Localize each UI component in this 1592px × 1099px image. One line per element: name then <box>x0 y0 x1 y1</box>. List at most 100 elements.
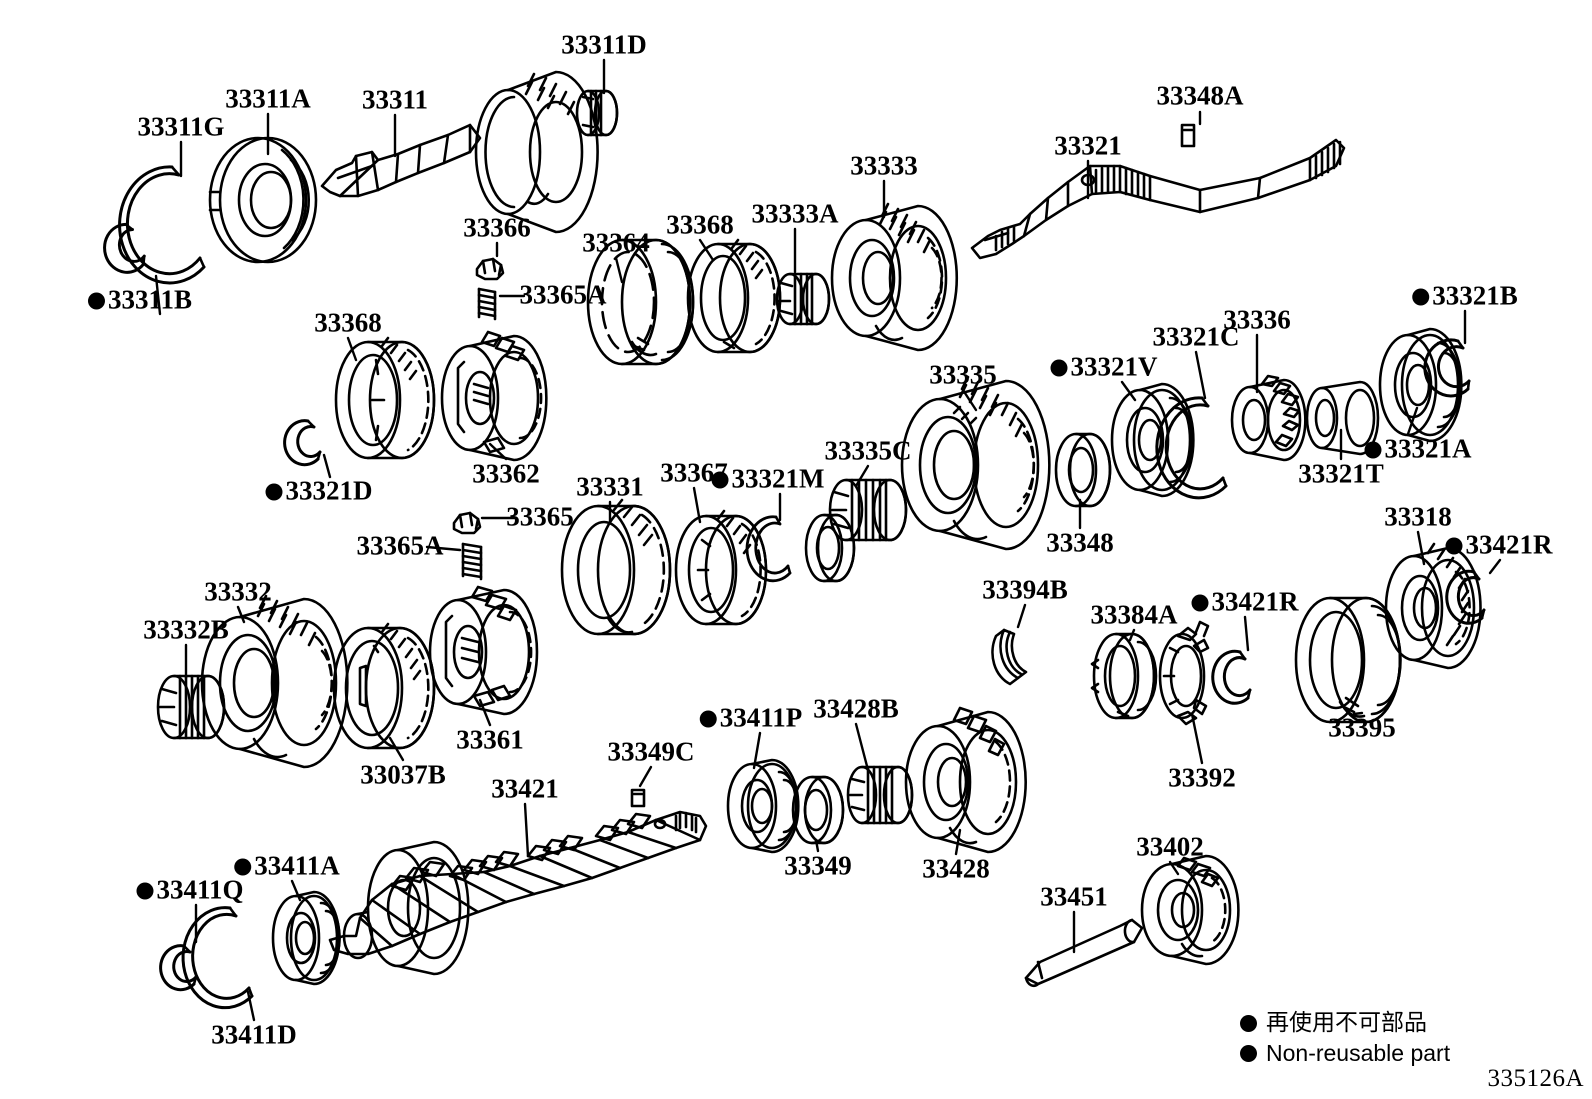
legend: 再使用不可部品 Non-reusable part <box>1240 1008 1450 1069</box>
part-number-text: 33368 <box>314 307 382 338</box>
part-number-text: 33335C <box>824 435 912 466</box>
part-number-text: 33311 <box>361 84 429 115</box>
part-number-text: 33384A <box>1090 599 1178 630</box>
non-reusable-marker-icon <box>1445 537 1463 555</box>
part-callout-33411Q: 33411Q <box>136 874 244 905</box>
part-number-text: 33333A <box>751 198 839 229</box>
part-callout-33365A: 33365A <box>357 532 444 560</box>
part-callout-33311A: 33311A <box>225 83 311 114</box>
diagram-id-code: 335126A <box>1487 1065 1584 1092</box>
non-reusable-marker-icon <box>234 858 252 876</box>
part-callout-33365: 33365 <box>506 501 574 532</box>
part-callout-33311D: 33311D <box>561 31 647 59</box>
part-callout-33335: 33335 <box>929 359 997 390</box>
part-number-text: 33336 <box>1223 304 1291 335</box>
part-callout-33421R: 33421R <box>1445 529 1553 560</box>
part-number-text: 33318 <box>1384 501 1452 532</box>
part-number-text: 33349C <box>607 736 695 767</box>
part-number-text: 33333 <box>850 150 918 181</box>
non-reusable-marker-icon <box>1240 1045 1257 1063</box>
part-number-text: 33349 <box>784 850 852 881</box>
part-number-text: 33361 <box>456 724 524 755</box>
part-callout-33362: 33362 <box>472 458 540 489</box>
legend-row-japanese: 再使用不可部品 <box>1240 1008 1450 1038</box>
part-callout-33311B: 33311B <box>87 284 193 315</box>
part-callout-33364: 33364 <box>582 227 650 258</box>
part-number-text: 33364 <box>582 227 650 258</box>
part-number-text: 33037B <box>360 759 446 790</box>
part-number-text: 33321T <box>1298 458 1384 489</box>
non-reusable-marker-icon <box>1191 594 1209 612</box>
part-callout-33321T: 33321T <box>1298 458 1384 489</box>
part-callout-33348A: 33348A <box>1157 82 1244 110</box>
part-callout-33311G: 33311G <box>137 111 225 142</box>
non-reusable-marker-icon <box>265 483 283 501</box>
part-callout-33421: 33421 <box>491 773 559 804</box>
part-number-text: 33451 <box>1040 881 1108 912</box>
part-number-text: 33365 <box>506 501 574 532</box>
part-callout-33402: 33402 <box>1136 833 1204 861</box>
non-reusable-marker-icon <box>1050 359 1068 377</box>
part-callout-33411P: 33411P <box>699 702 803 733</box>
part-callout-33321M: 33321M <box>711 463 825 494</box>
non-reusable-marker-icon <box>1364 441 1382 459</box>
part-number-text: 33311A <box>225 83 311 114</box>
part-callout-33428B: 33428B <box>813 693 899 724</box>
non-reusable-marker-icon <box>1412 288 1430 306</box>
part-callout-33395: 33395 <box>1328 712 1396 743</box>
part-callout-33311: 33311 <box>361 84 429 115</box>
part-number-text: 33311B <box>107 284 193 315</box>
part-number-text: 33428B <box>813 693 899 724</box>
part-callout-33321A: 33321A <box>1364 433 1472 464</box>
part-callout-33411D: 33411D <box>211 1019 297 1050</box>
part-number-text: 33411Q <box>156 874 244 905</box>
part-callout-33361: 33361 <box>456 724 524 755</box>
part-callout-33394B: 33394B <box>982 574 1068 605</box>
part-number-text: 33366 <box>463 212 531 243</box>
part-callout-33332B: 33332B <box>143 614 229 645</box>
part-number-text: 33331 <box>576 471 644 502</box>
part-number-text: 33335 <box>929 359 997 390</box>
legend-english-label: Non-reusable part <box>1266 1040 1451 1067</box>
part-number-text: 33411P <box>719 702 803 733</box>
part-callout-33333: 33333 <box>850 150 918 181</box>
part-callout-33421R: 33421R <box>1191 588 1299 616</box>
part-number-text: 33321C <box>1152 321 1240 352</box>
part-callout-33365A: 33365A <box>520 281 607 309</box>
part-callout-33368: 33368 <box>314 307 382 338</box>
part-callout-33321B: 33321B <box>1412 282 1518 310</box>
part-number-text: 33321M <box>731 463 825 494</box>
part-number-text: 33362 <box>472 458 540 489</box>
part-number-text: 33421 <box>491 773 559 804</box>
part-callout-33318: 33318 <box>1384 501 1452 532</box>
part-number-text: 33395 <box>1328 712 1396 743</box>
part-callout-33336: 33336 <box>1223 304 1291 335</box>
part-number-text: 33321V <box>1070 351 1158 382</box>
non-reusable-marker-icon <box>136 882 154 900</box>
part-number-text: 33394B <box>982 574 1068 605</box>
part-number-text: 33321D <box>285 475 373 506</box>
part-number-text: 33392 <box>1168 762 1236 793</box>
non-reusable-marker-icon <box>699 710 717 728</box>
part-number-text: 33332B <box>143 614 229 645</box>
part-callout-33428: 33428 <box>922 853 990 884</box>
part-number-text: 33421R <box>1465 529 1553 560</box>
part-callout-33321D: 33321D <box>265 475 373 506</box>
part-number-text: 33321 <box>1054 130 1122 161</box>
part-callout-33392: 33392 <box>1168 762 1236 793</box>
part-number-text: 33321A <box>1384 433 1472 464</box>
part-callout-33321C: 33321C <box>1152 321 1240 352</box>
part-number-text: 33311G <box>137 111 225 142</box>
non-reusable-marker-icon <box>1240 1014 1257 1032</box>
part-number-text: 33411A <box>254 850 340 881</box>
part-number-text: 33348 <box>1046 527 1114 558</box>
part-number-text: 33332 <box>204 576 272 607</box>
part-callout-33321V: 33321V <box>1050 351 1158 382</box>
part-callout-33368: 33368 <box>666 211 734 239</box>
part-callout-33335C: 33335C <box>824 435 912 466</box>
part-callout-33451: 33451 <box>1040 881 1108 912</box>
part-number-text: 33411D <box>211 1019 297 1050</box>
part-number-text: 33428 <box>922 853 990 884</box>
part-callout-33333A: 33333A <box>751 198 839 229</box>
